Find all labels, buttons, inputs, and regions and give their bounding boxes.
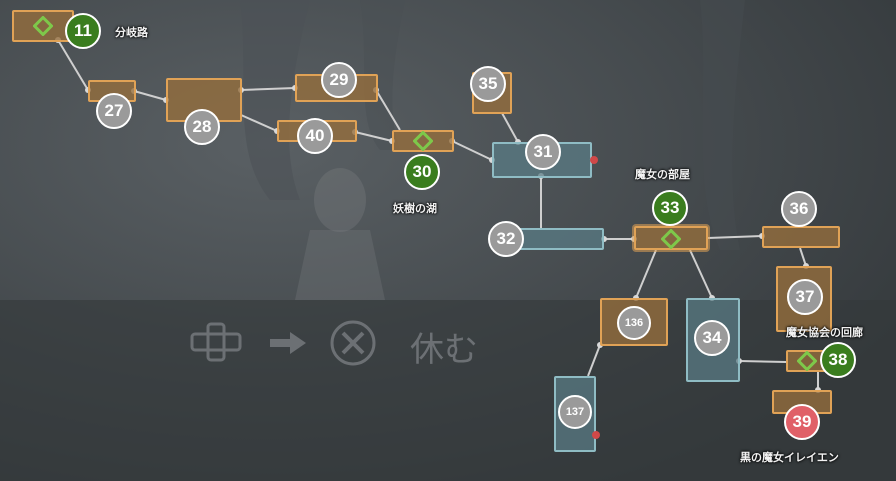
room-36[interactable] [762,226,840,248]
arrow-right-icon [270,332,306,354]
area-label-witch-guild-corridor: 魔女協会の回廊 [786,326,863,339]
rest-action-label: 休む [410,330,478,370]
area-label-witch-room: 魔女の部屋 [635,168,690,181]
cross-button-icon [330,320,376,366]
area-label-black-witch: 黒の魔女イレイエン [740,451,839,464]
room-marker-27[interactable]: 27 [96,93,132,129]
room-marker-11[interactable]: 11 [65,13,101,49]
room-marker-37[interactable]: 37 [787,279,823,315]
dpad-icon [190,322,242,362]
area-label-junction: 分岐路 [115,26,148,39]
room-marker-38[interactable]: 38 [820,342,856,378]
area-label-fairy-tree-lake: 妖樹の湖 [393,202,437,215]
room-marker-137[interactable]: 137 [558,395,592,429]
room-marker-40[interactable]: 40 [297,118,333,154]
room-32[interactable] [518,228,604,250]
room-marker-30[interactable]: 30 [404,154,440,190]
save-point-icon [33,16,53,36]
room-marker-29[interactable]: 29 [321,62,357,98]
save-point-icon [661,229,681,249]
room-marker-136[interactable]: 136 [617,306,651,340]
room-marker-36[interactable]: 36 [781,191,817,227]
save-point-icon [797,351,817,371]
save-point-icon [413,131,433,151]
room-marker-39-boss[interactable]: 39 [784,404,820,440]
room-marker-31[interactable]: 31 [525,134,561,170]
unexplored-exit-marker [590,156,598,164]
room-marker-35[interactable]: 35 [470,66,506,102]
room-marker-28[interactable]: 28 [184,109,220,145]
room-marker-34[interactable]: 34 [694,320,730,356]
unexplored-exit-marker [592,431,600,439]
room-marker-32[interactable]: 32 [488,221,524,257]
room-marker-33[interactable]: 33 [652,190,688,226]
